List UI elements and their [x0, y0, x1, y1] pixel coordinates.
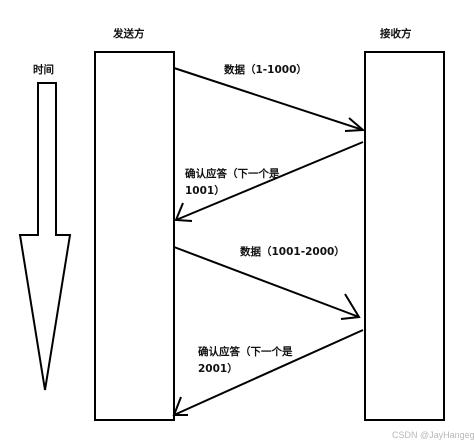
data-arrow-2 — [173, 246, 361, 320]
data-label-2: 数据（1001-2000） — [240, 246, 345, 258]
ack-label-2-line1: 确认应答（下一个是 — [198, 346, 293, 358]
ack-arrow-1 — [174, 141, 364, 222]
ack-label-1-line2: 1001） — [185, 185, 225, 197]
data-label-1: 数据（1-1000） — [224, 64, 307, 76]
watermark: CSDN @JayHangege — [392, 430, 474, 440]
sender-box — [94, 51, 175, 421]
data-arrow-1 — [173, 67, 366, 132]
ack-label-1-line1: 确认应答（下一个是 — [185, 168, 280, 180]
ack-arrow-2 — [172, 329, 364, 416]
receiver-box — [364, 51, 445, 421]
receiver-label: 接收方 — [380, 28, 412, 40]
ack-label-2-line2: 2001） — [198, 363, 238, 375]
time-label: 时间 — [33, 64, 54, 76]
time-arrow-icon — [18, 82, 72, 391]
sender-label: 发送方 — [113, 28, 145, 40]
